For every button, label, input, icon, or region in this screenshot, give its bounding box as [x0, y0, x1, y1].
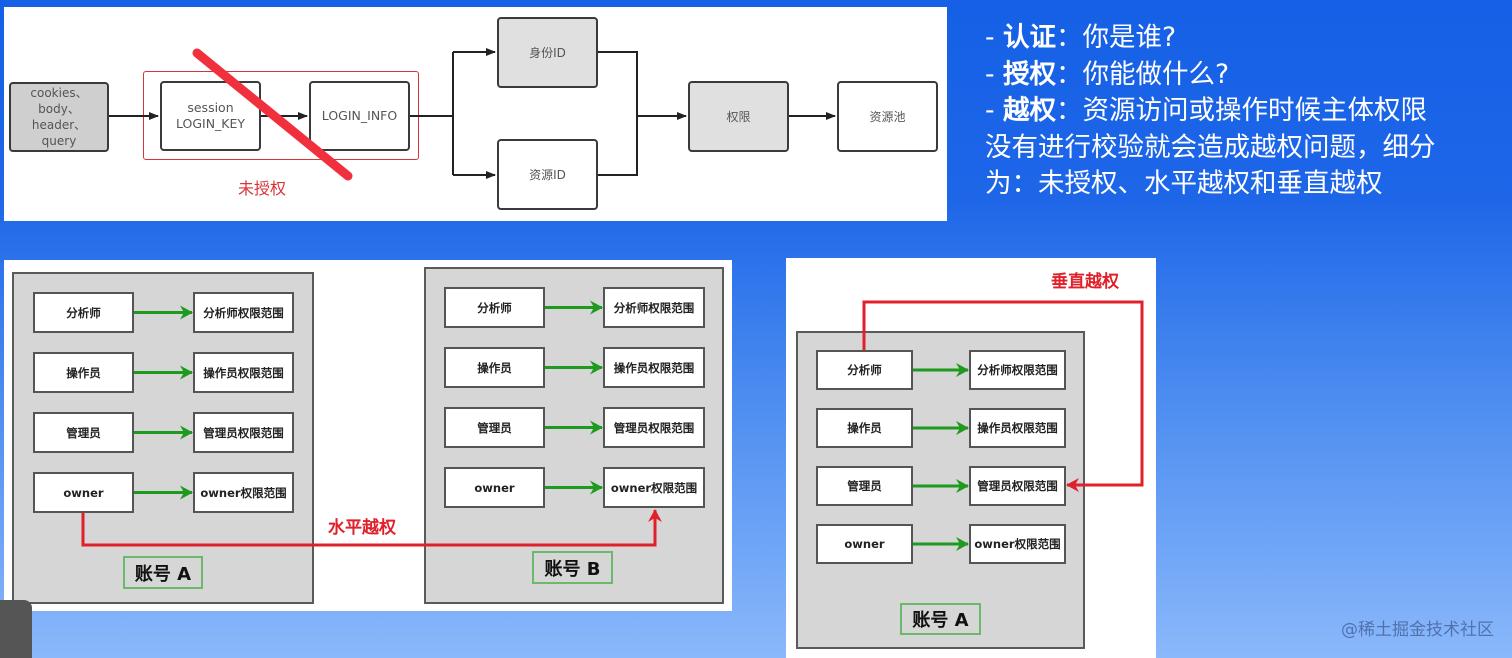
input-line: body、 — [38, 102, 80, 116]
permission-scope-box: 操作员权限范围 — [603, 347, 705, 388]
session-line: session — [187, 100, 234, 115]
permission-scope-box: owner权限范围 — [193, 472, 294, 513]
session-login-key-node: session LOGIN_KEY — [160, 81, 261, 151]
role-box: 管理员 — [816, 466, 913, 506]
role-box: owner — [816, 524, 913, 564]
term-authentication: 认证 — [1003, 22, 1056, 53]
login-info-node: LOGIN_INFO — [309, 81, 410, 151]
role-box: owner — [33, 472, 134, 513]
account-b-label: 账号 B — [532, 551, 613, 584]
input-line: header、 — [31, 118, 87, 132]
role-box: 分析师 — [816, 350, 913, 390]
role-box: 管理员 — [444, 407, 545, 448]
account-a-label: 账号 A — [123, 556, 203, 589]
login-info-label: LOGIN_INFO — [321, 108, 398, 123]
permission-scope-box: 操作员权限范围 — [193, 352, 294, 393]
permission-scope-box: 分析师权限范围 — [969, 350, 1066, 390]
explanation-text: - 认证：你是谁? - 授权：你能做什么? - 越权：资源访问或操作时候主体权限… — [985, 20, 1436, 203]
request-input-node: cookies、 body、 header、 query — [9, 82, 109, 152]
role-box: 操作员 — [33, 352, 134, 393]
vertical-escalation-label: 垂直越权 — [1051, 272, 1119, 292]
identity-id-node: 身份ID — [497, 17, 598, 88]
explanation-continuation: 为：未授权、水平越权和垂直越权 — [985, 168, 1383, 199]
vertical-account-label: 账号 A — [900, 603, 981, 635]
resource-pool-node: 资源池 — [837, 81, 938, 152]
term-privilege-escalation: 越权 — [1003, 95, 1056, 126]
explanation-continuation: 没有进行校验就会造成越权问题，细分 — [985, 131, 1436, 163]
input-line: cookies、 — [30, 86, 88, 100]
role-box: 管理员 — [33, 412, 134, 453]
input-line: query — [41, 134, 77, 148]
term-authorization: 授权 — [1003, 58, 1056, 90]
resource-pool-label: 资源池 — [869, 109, 906, 124]
resource-id-node: 资源ID — [497, 139, 598, 210]
webcam-overlay — [0, 600, 32, 658]
permission-scope-box: owner权限范围 — [969, 524, 1066, 564]
role-box: 操作员 — [444, 347, 545, 388]
role-box: owner — [444, 467, 545, 508]
horizontal-escalation-label: 水平越权 — [328, 518, 396, 538]
permission-scope-box: 操作员权限范围 — [969, 408, 1066, 448]
permission-node: 权限 — [688, 81, 789, 152]
permission-scope-box: owner权限范围 — [603, 467, 705, 508]
permission-scope-box: 管理员权限范围 — [603, 407, 705, 448]
permission-scope-box: 管理员权限范围 — [969, 466, 1066, 506]
explanation-line-privilege-escalation: - 越权：资源访问或操作时候主体权限 — [985, 95, 1427, 126]
role-box: 分析师 — [33, 292, 134, 333]
permission-label: 权限 — [726, 109, 751, 124]
explanation-line-authentication: - 认证：你是谁? — [985, 22, 1177, 53]
permission-scope-box: 分析师权限范围 — [193, 292, 294, 333]
role-box: 操作员 — [816, 408, 913, 448]
session-line: LOGIN_KEY — [175, 116, 246, 131]
identity-id-label: 身份ID — [529, 45, 566, 60]
explanation-line-authorization: - 授权：你能做什么? — [985, 58, 1230, 90]
unauthorized-label: 未授权 — [238, 179, 287, 198]
permission-scope-box: 分析师权限范围 — [603, 287, 705, 328]
permission-scope-box: 管理员权限范围 — [193, 412, 294, 453]
resource-id-label: 资源ID — [529, 167, 566, 182]
watermark: @稀土掘金技术社区 — [1341, 620, 1494, 640]
role-box: 分析师 — [444, 287, 545, 328]
